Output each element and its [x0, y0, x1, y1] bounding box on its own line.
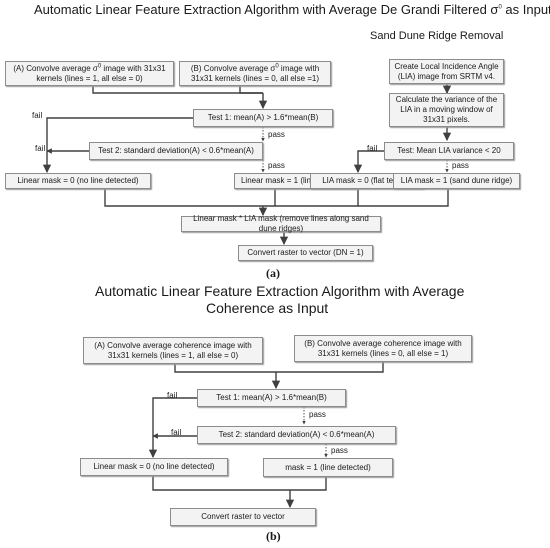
panel-a-title: Automatic Linear Feature Extraction Algo… [34, 2, 550, 17]
panel-a-fail-label-3: fail [367, 144, 378, 153]
panel-b-linear-mask-0: Linear mask = 0 (no line detected) [80, 458, 228, 476]
panel-a-box-a-convolve: (A) Convolve average σ0 image with 31x31… [5, 61, 174, 86]
panel-a-box-a-prefix: (A) Convolve average σ [13, 63, 98, 73]
arrow-a-test1-fail [42, 117, 193, 174]
panel-b-pass-label-1: pass [309, 410, 326, 419]
panel-a-subtitle: Sand Dune Ridge Removal [370, 30, 504, 42]
panel-b-test1: Test 1: mean(A) > 1.6*mean(B) [197, 389, 346, 407]
panel-a-pass-label-3: pass [452, 161, 469, 170]
panel-a-combine-masks: Linear mask * LIA mask (remove lines alo… [181, 214, 381, 233]
panel-a-test2: Test 2: standard deviation(A) < 0.6*mean… [89, 142, 263, 160]
panel-a-box-b-convolve: (B) Convolve average σ0 image with 31x31… [179, 61, 331, 86]
panel-a-lia-mask-1: LIA mask = 1 (sand dune ridge) [393, 173, 520, 189]
connector-b-mask1 [290, 477, 327, 491]
panel-a-pass-label-2: pass [268, 161, 285, 170]
panel-a-caption: (a) [266, 266, 280, 280]
panel-b-pass-label-2: pass [331, 446, 348, 455]
connector-a-box-b [239, 86, 263, 94]
connector-a-mask0 [104, 186, 263, 207]
panel-a-test-lia-variance: Test: Mean LIA variance < 20 [384, 142, 514, 160]
connector-a-lia0 [263, 189, 359, 207]
panel-b-caption: (b) [266, 529, 281, 543]
panel-b-fail-label-1: fail [167, 391, 178, 400]
panel-a-test1: Test 1: mean(A) > 1.6*mean(B) [193, 109, 333, 127]
panel-a-fail-label-1: fail [32, 111, 43, 120]
panel-a-title-suffix: as Input [501, 2, 550, 17]
panel-a-title-prefix: Automatic Linear Feature Extraction Algo… [34, 2, 499, 17]
panel-a-box-b-prefix: (B) Convolve average σ [190, 63, 276, 73]
panel-b-title-line-2: Coherence as Input [206, 300, 329, 316]
panel-a-box-create-lia: Create Local Incidence Angle (LIA) image… [389, 59, 504, 84]
panel-a-box-a-text: (A) Convolve average σ0 image with 31x31… [9, 62, 170, 84]
panel-a-pass-label-1: pass [268, 130, 285, 139]
panel-a-box-b-superscript: 0 [275, 62, 279, 69]
panel-a-box-a-superscript: 0 [97, 62, 102, 69]
panel-a-box-lia-variance: Calculate the variance of the LIA in a m… [389, 93, 504, 127]
arrow-a-lia-fail [353, 150, 384, 174]
connector-a-lia1 [358, 189, 449, 207]
panel-b-convert-raster: Convert raster to vector [170, 508, 316, 526]
connector-b-box-a [174, 364, 276, 373]
panel-a-convert-raster: Convert raster to vector (DN = 1) [238, 245, 373, 261]
panel-a-title-superscript: 0 [498, 4, 502, 11]
panel-a-box-b-text: (B) Convolve average σ0 image with 31x31… [183, 62, 327, 84]
panel-a-box-a-suffix: image with 31x31 kernels (lines = 1, all… [36, 63, 166, 83]
panel-b-test2: Test 2: standard deviation(A) < 0.6*mean… [197, 426, 396, 444]
panel-a-fail-label-2: fail [35, 144, 46, 153]
panel-b-fail-label-2: fail [171, 428, 182, 437]
panel-b-title-line-1: Automatic Linear Feature Extraction Algo… [95, 283, 465, 299]
panel-b-box-b-convolve: (B) Convolve average coherence image wit… [294, 335, 472, 362]
panel-a-linear-mask-0: Linear mask = 0 (no line detected) [5, 173, 151, 189]
panel-a-box-b-suffix: image with 31x31 kernels (lines = 0, all… [190, 63, 320, 83]
connector-b-mask0 [152, 476, 290, 491]
connector-a-box-a [92, 86, 263, 94]
panel-b-linear-mask-1: mask = 1 (line detected) [263, 458, 393, 477]
panel-b-box-a-convolve: (A) Convolve average coherence image wit… [83, 337, 263, 364]
connector-b-box-b [276, 362, 384, 373]
